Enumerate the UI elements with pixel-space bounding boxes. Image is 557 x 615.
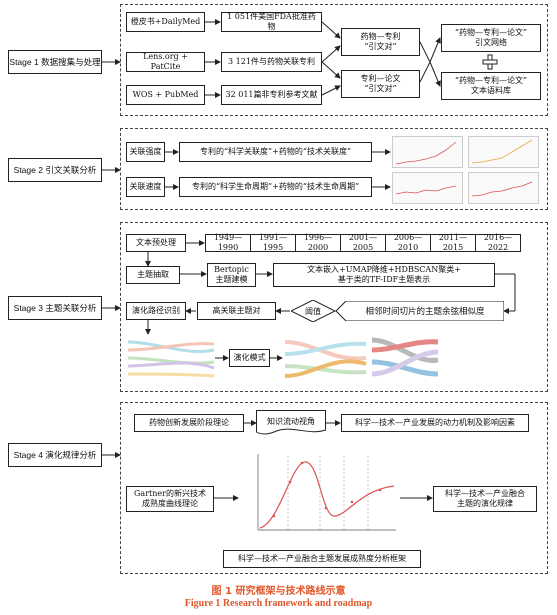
dynamics-mechanism: 科学—技术—产业发展的动力机制及影响因素: [341, 414, 529, 432]
source-lens: Lens.org + PatCite: [126, 52, 205, 72]
figure-caption-cn: 图 1 研究框架与技术路线示意: [211, 586, 346, 597]
stage-4-container: [120, 402, 548, 574]
stage-2-container: [120, 128, 548, 210]
stage-1-label: Stage 1 数据搜集与处理: [8, 50, 102, 74]
count-drugs: 1 051件美国FDA批准药物: [221, 12, 322, 32]
relevance-speed-text: 专利的“科学生命周期”+药物的“技术生命周期”: [179, 177, 372, 197]
knowledge-flow-doc: 知识流动视角: [256, 410, 326, 436]
figure-caption-en: Figure 1 Research framework and roadmap: [184, 598, 373, 609]
relevance-speed-mini-chart: [392, 172, 539, 204]
text-preprocess: 文本预处理: [126, 234, 186, 252]
cosine-similarity-text: 相邻时间切片的主题余弦相似度: [365, 307, 485, 317]
relevance-speed-label: 关联速度: [126, 177, 165, 197]
period-cell: 2006—2010: [385, 233, 430, 252]
stage-1-container: [120, 4, 548, 116]
drug-patent-pair: 药物—专利 “引文对”: [341, 28, 420, 56]
stage-3-container: [120, 222, 548, 392]
stage-4-label: Stage 4 演化规律分析: [8, 443, 102, 467]
period-cell: 2011—2015: [430, 233, 475, 252]
period-cell: 2016—2022: [475, 233, 521, 252]
maturity-framework: 科学—技术—产业融合主题发展成熟度分析框架: [223, 550, 421, 568]
count-patents: 3 121件与药物关联专利: [221, 52, 322, 72]
source-wos: WOS + PubMed: [126, 85, 205, 105]
relevance-strength-mini-chart: [392, 136, 539, 168]
period-cell: 1996—2000: [295, 233, 340, 252]
period-cell: 1949—1990: [205, 233, 250, 252]
time-periods-row: 1949—1990 1991—1995 1996—2000 2001—2005 …: [205, 233, 521, 252]
relevance-strength-label: 关联强度: [126, 142, 165, 162]
citation-network: “药物—专利—论文” 引文网络: [441, 24, 541, 52]
topic-flow-chart-middle: [284, 340, 367, 378]
topic-flow-chart-right: [371, 337, 439, 377]
patent-paper-pair: 专利—论文 “引文对”: [341, 70, 420, 98]
threshold-diamond: 阈值: [291, 300, 335, 322]
source-orange-book: 橙皮书+DailyMed: [126, 12, 205, 32]
topic-flow-chart-left: [127, 340, 215, 378]
gartner-hype-cycle: Gartner的新兴技术 成熟度曲线理论: [126, 486, 214, 512]
bertopic-modeling: Bertopic 主题建模: [207, 263, 256, 287]
hype-cycle-curve: [257, 454, 396, 531]
high-related-pairs: 高关联主题对: [197, 302, 276, 320]
count-papers: 32 011篇非专利参考文献: [221, 85, 322, 105]
period-cell: 1991—1995: [250, 233, 295, 252]
period-cell: 2001—2005: [340, 233, 385, 252]
topic-extraction: 主题抽取: [126, 266, 180, 284]
threshold-text: 阈值: [305, 306, 321, 316]
embedding-pipeline: 文本嵌入+UMAP降维+HDBSCAN聚类+ 基于类的TF-IDF主题表示: [273, 263, 495, 287]
evolution-path-identify: 演化路径识别: [126, 302, 186, 320]
stage-2-label: Stage 2 引文关联分析: [8, 158, 102, 182]
plus-icon: [482, 54, 498, 70]
cosine-similarity-banner: 相邻时间切片的主题余弦相似度: [336, 301, 504, 321]
integration-evolution-rule: 科学—技术—产业融合 主题的演化规律: [433, 486, 537, 512]
text-corpus: “药物—专利—论文” 文本语料库: [441, 72, 541, 100]
innovation-stage-theory: 药物创新发展阶段理论: [134, 414, 244, 432]
stage-3-label: Stage 3 主题关联分析: [8, 296, 102, 320]
relevance-strength-text: 专利的“科学关联度”+药物的“技术关联度”: [179, 142, 372, 162]
knowledge-flow-text: 知识流动视角: [267, 416, 315, 426]
evolution-mode: 演化模式: [229, 349, 270, 367]
